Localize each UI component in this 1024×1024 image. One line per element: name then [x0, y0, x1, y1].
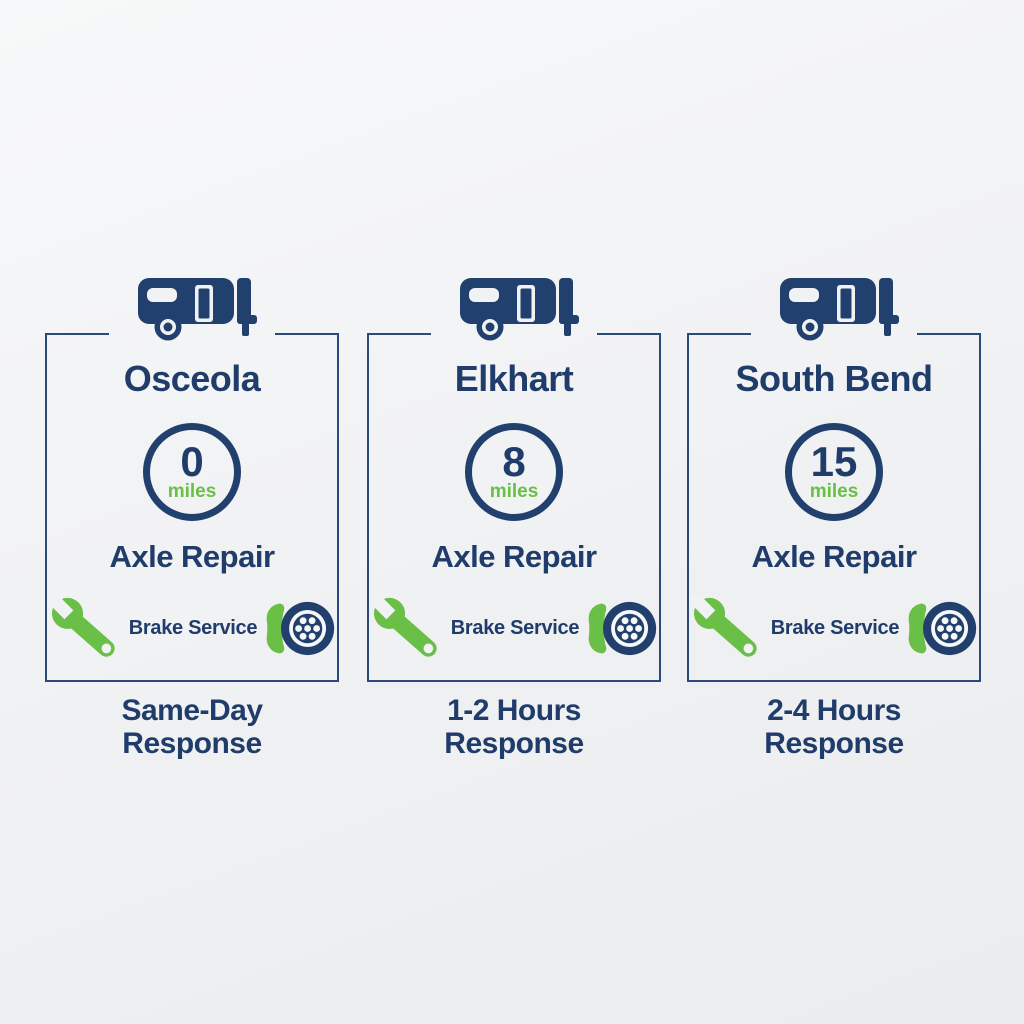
- card-top-border-right: [275, 333, 339, 335]
- card-top-border-left: [45, 333, 109, 335]
- location-card-elkhart: Elkhart 8 miles Axle Repair Brake Servic…: [367, 333, 661, 760]
- service-axle-repair: Axle Repair: [751, 539, 917, 574]
- card-top-border-left: [687, 333, 751, 335]
- brake-disc-icon: [263, 599, 337, 658]
- location-card-south-bend: South Bend 15 miles Axle Repair Brake Se…: [687, 333, 981, 760]
- rv-trailer-icon: [138, 275, 258, 341]
- service-brake-label: Brake Service: [450, 616, 580, 639]
- brake-service-row: Brake Service: [369, 592, 659, 664]
- brake-disc-icon: [585, 599, 659, 658]
- card-frame: Osceola 0 miles Axle Repair Brake Servic…: [45, 333, 339, 682]
- rv-trailer-icon: [460, 275, 580, 341]
- brake-disc-icon: [905, 599, 979, 658]
- service-axle-repair: Axle Repair: [431, 539, 597, 574]
- response-line1: Same-Day: [121, 694, 263, 727]
- city-name: South Bend: [735, 358, 933, 399]
- response-time: 2-4 Hours Response: [687, 694, 981, 760]
- response-time: 1-2 Hours Response: [367, 694, 661, 760]
- wrench-icon: [369, 594, 445, 662]
- distance-badge: 15 miles: [785, 423, 883, 521]
- response-line1: 1-2 Hours: [447, 694, 581, 727]
- response-line2: Response: [444, 727, 584, 760]
- distance-badge: 0 miles: [143, 423, 241, 521]
- card-frame: Elkhart 8 miles Axle Repair Brake Servic…: [367, 333, 661, 682]
- response-line2: Response: [122, 727, 262, 760]
- response-line1: 2-4 Hours: [767, 694, 901, 727]
- service-axle-repair: Axle Repair: [109, 539, 275, 574]
- card-top-border-left: [367, 333, 431, 335]
- card-top-border-right: [917, 333, 981, 335]
- distance-unit: miles: [809, 481, 859, 502]
- distance-value: 0: [180, 438, 204, 485]
- service-brake-label: Brake Service: [128, 616, 258, 639]
- rv-trailer-icon: [780, 275, 900, 341]
- distance-badge: 8 miles: [465, 423, 563, 521]
- response-time: Same-Day Response: [45, 694, 339, 760]
- brake-service-row: Brake Service: [689, 592, 979, 664]
- card-top-border-right: [597, 333, 661, 335]
- distance-unit: miles: [167, 481, 217, 502]
- wrench-icon: [47, 594, 123, 662]
- location-card-osceola: Osceola 0 miles Axle Repair Brake Servic…: [45, 333, 339, 760]
- distance-value: 15: [810, 438, 858, 485]
- brake-service-row: Brake Service: [47, 592, 337, 664]
- service-brake-label: Brake Service: [770, 616, 900, 639]
- city-name: Osceola: [123, 358, 261, 399]
- distance-unit: miles: [489, 481, 539, 502]
- wrench-icon: [689, 594, 765, 662]
- city-name: Elkhart: [454, 358, 574, 399]
- distance-value: 8: [502, 438, 526, 485]
- card-frame: South Bend 15 miles Axle Repair Brake Se…: [687, 333, 981, 682]
- response-line2: Response: [764, 727, 904, 760]
